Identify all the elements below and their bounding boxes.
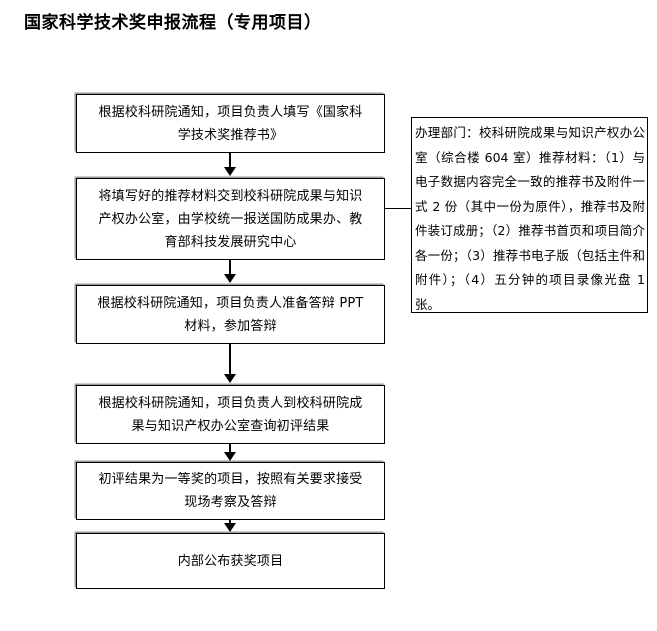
flow-step-2-label: 将填写好的推荐材料交到校科研院成果与知识产权办公室，由学校统一报送国防成果办、教… (98, 188, 363, 250)
flow-step-3: 根据校科研院通知，项目负责人准备答辩 PPT 材料，参加答辩 (76, 285, 385, 344)
flow-step-1: 根据校科研院通知，项目负责人填写《国家科学技术奖推荐书》 (76, 94, 385, 153)
arrow-head-icon-4-5 (224, 452, 236, 461)
side-note-text: 办理部门：校科研院成果与知识产权办公室（综合楼 604 室）推荐材料：（1）与电… (415, 125, 645, 312)
flow-step-1-label: 根据校科研院通知，项目负责人填写《国家科学技术奖推荐书》 (98, 104, 363, 143)
connector-line-step2-sidenote (385, 208, 412, 209)
flow-step-6-label: 内部公布获奖项目 (177, 553, 284, 569)
arrow-head-icon-3-4 (224, 374, 236, 383)
flow-step-6: 内部公布获奖项目 (76, 533, 385, 589)
flow-step-5-label: 初评结果为一等奖的项目，按照有关要求接受现场考察及答辩 (98, 472, 363, 510)
connector-line-4-5 (229, 444, 231, 454)
arrow-head-icon-2-3 (224, 274, 236, 283)
arrow-head-icon-5-6 (224, 523, 236, 532)
page-title: 国家科学技术奖申报流程（专用项目） (24, 13, 322, 33)
flow-step-5: 初评结果为一等奖的项目，按照有关要求接受现场考察及答辩 (76, 462, 385, 520)
side-note-box: 办理部门：校科研院成果与知识产权办公室（综合楼 604 室）推荐材料：（1）与电… (411, 117, 648, 313)
flow-step-2: 将填写好的推荐材料交到校科研院成果与知识产权办公室，由学校统一报送国防成果办、教… (76, 178, 385, 260)
connector-line-2-3 (229, 260, 231, 276)
arrow-head-icon-1-2 (224, 167, 236, 176)
flow-step-4: 根据校科研院通知，项目负责人到校科研院成果与知识产权办公室查询初评结果 (76, 385, 385, 444)
connector-line-1-2 (229, 153, 231, 170)
connector-line-3-4 (229, 344, 231, 376)
connector-line-5-6 (229, 520, 231, 525)
flow-step-4-label: 根据校科研院通知，项目负责人到校科研院成果与知识产权办公室查询初评结果 (98, 395, 363, 434)
flow-step-3-label: 根据校科研院通知，项目负责人准备答辩 PPT 材料，参加答辩 (97, 295, 364, 334)
